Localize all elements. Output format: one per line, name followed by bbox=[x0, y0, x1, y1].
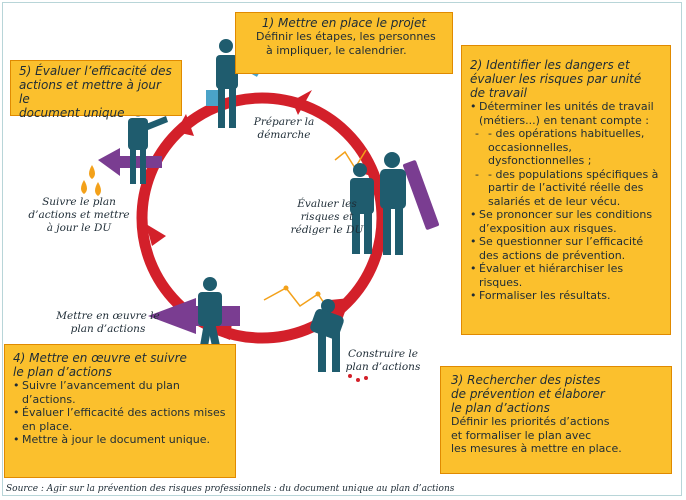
step-2-bullet: Évaluer et hiérarchiser les risques. bbox=[470, 262, 662, 289]
orange-drop bbox=[95, 182, 101, 196]
cycle-label-suivre: Suivre le plan d’actions et mettre à jou… bbox=[28, 196, 130, 234]
step-5-title: 5) Évaluer l’efficacité des bbox=[19, 64, 172, 78]
red-dot bbox=[348, 374, 352, 378]
person-figure-building bbox=[310, 299, 344, 372]
red-dot bbox=[356, 378, 360, 382]
step-2-bullet: Se prononcer sur les conditions d’exposi… bbox=[470, 208, 662, 235]
step-4-bullet: Évaluer l’efficacité des actions mises e… bbox=[13, 406, 227, 433]
step-2-title: 2) Identifier les dangers et bbox=[470, 58, 630, 72]
person-figure-writing bbox=[350, 152, 406, 255]
cycle-arrowhead-top-left bbox=[176, 114, 194, 136]
step-3-line: et formaliser le plan avec bbox=[451, 428, 592, 442]
step-3-title: de prévention et élaborer bbox=[451, 387, 605, 401]
cycle-label-construire: Construire le plan d’actions bbox=[345, 348, 421, 373]
step-2-sub-bullet: - des populations spécifiques à partir d… bbox=[470, 168, 662, 209]
cycle-arrowhead-left bbox=[146, 224, 166, 246]
orange-dot bbox=[315, 291, 321, 297]
step-2-title: évaluer les risques par unité bbox=[470, 72, 642, 86]
step-2-box: 2) Identifier les dangers et évaluer les… bbox=[461, 45, 671, 335]
orange-drop bbox=[81, 180, 87, 194]
step-4-bullet: Suivre l’avancement du plan d’actions. bbox=[13, 379, 227, 406]
step-3-line: les mesures à mettre en place. bbox=[451, 442, 622, 455]
orange-sketch-line-2 bbox=[263, 287, 331, 313]
cycle-arrowhead-bottom-right bbox=[330, 298, 350, 320]
step-2-bullet: Se questionner sur l’efficacité des acti… bbox=[470, 235, 662, 262]
step-3-title: le plan d’actions bbox=[451, 401, 550, 415]
step-1-line: à impliquer, le calendrier. bbox=[266, 43, 407, 57]
step-2-title: de travail bbox=[470, 86, 527, 100]
cycle-arrowhead-bottom-left bbox=[210, 322, 232, 340]
source-caption: Source : Agir sur la prévention des risq… bbox=[6, 484, 455, 494]
step-4-bullet: Mettre à jour le document unique. bbox=[13, 433, 227, 447]
step-2-bullet: Formaliser les résultats. bbox=[470, 289, 662, 303]
cycle-arrowhead-top bbox=[292, 90, 312, 115]
step-2-sub-bullet: - des opérations habituelles, occasionne… bbox=[470, 127, 662, 168]
step-4-title: 4) Mettre en œuvre et suivre bbox=[13, 351, 187, 365]
purple-pencil bbox=[403, 160, 439, 230]
cycle-label-preparer: Préparer la démarche bbox=[253, 116, 315, 141]
figure-frame bbox=[2, 2, 682, 496]
step-5-box: 5) Évaluer l’efficacité des actions et m… bbox=[10, 60, 182, 120]
step-3-line: Définir les priorités d’actions bbox=[451, 415, 610, 428]
cycle-label-mettre: Mettre en œuvre le plan d’actions bbox=[56, 310, 160, 335]
step-3-title: 3) Rechercher des pistes bbox=[451, 373, 601, 387]
orange-sketch-line-1 bbox=[334, 149, 367, 170]
blue-folder bbox=[206, 90, 218, 106]
orange-dot bbox=[283, 285, 289, 291]
step-5-title: actions et mettre à jour le bbox=[19, 78, 161, 106]
step-1-box: 1) Mettre en place le projet Définir les… bbox=[235, 12, 453, 74]
step-4-box: 4) Mettre en œuvre et suivre le plan d’a… bbox=[4, 344, 236, 478]
cycle-label-evaluer: Évaluer les risques et rédiger le DU bbox=[290, 198, 364, 236]
orange-drop bbox=[89, 165, 95, 179]
step-4-title: le plan d’actions bbox=[13, 365, 112, 379]
step-3-box: 3) Rechercher des pistes de prévention e… bbox=[440, 366, 672, 474]
person-figure-evaluating bbox=[128, 103, 168, 184]
cycle-arrow-ring bbox=[136, 92, 388, 344]
step-1-line: Définir les étapes, les personnes bbox=[256, 30, 436, 43]
step-1-title: 1) Mettre en place le projet bbox=[261, 16, 427, 30]
step-2-bullet: Déterminer les unités de travail (métier… bbox=[470, 100, 662, 127]
person-figure-planning bbox=[216, 39, 238, 128]
step-5-title: document unique bbox=[19, 106, 125, 120]
red-dot bbox=[364, 376, 368, 380]
